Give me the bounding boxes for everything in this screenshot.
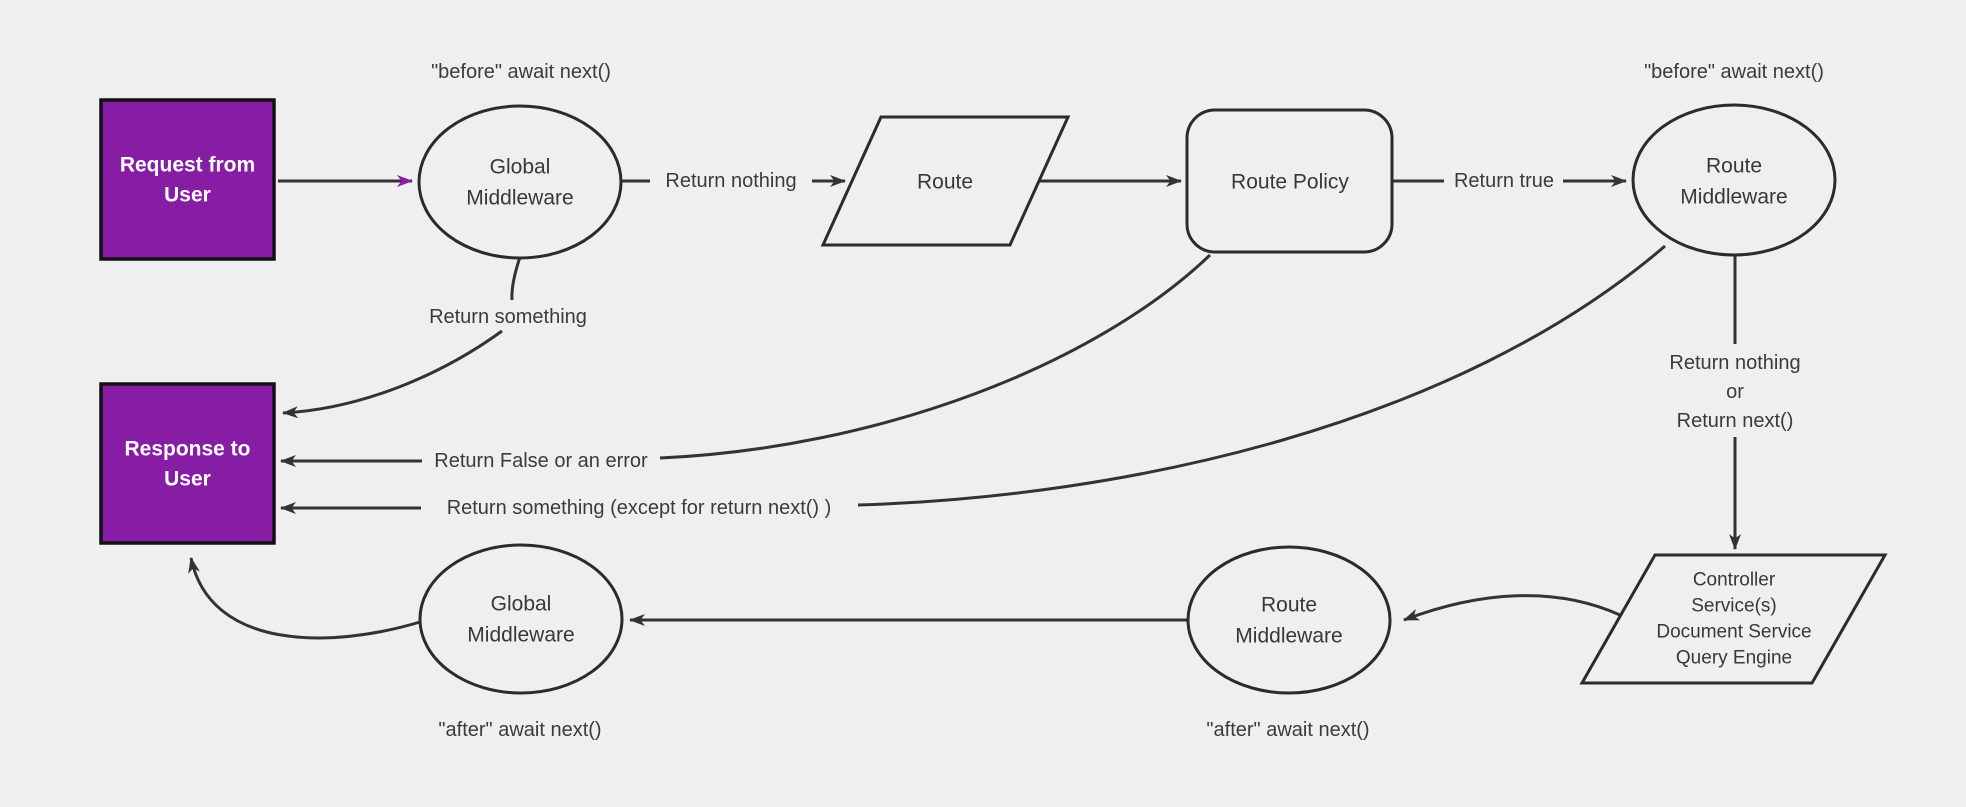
response-box xyxy=(99,382,276,545)
edge-gm-return-something-a xyxy=(510,256,522,301)
label-return-nothing-or-3: Return next() xyxy=(1677,410,1794,432)
request-label-line2: User xyxy=(164,184,211,207)
route-middleware-bottom-ellipse xyxy=(1186,545,1392,695)
node-route: Route xyxy=(820,115,1071,247)
node-route-policy: Route Policy xyxy=(1185,108,1394,254)
controller-line3: Document Service xyxy=(1656,622,1811,643)
node-response-to-user: Response to User xyxy=(99,382,276,545)
node-request-from-user: Request from User xyxy=(99,98,276,261)
global-middleware-top-ellipse xyxy=(417,104,623,260)
label-return-true: Return true xyxy=(1454,170,1554,192)
route-policy-label: Route Policy xyxy=(1231,171,1349,194)
global-middleware-top-line2: Middleware xyxy=(466,187,573,210)
edge-labels: "before" await next() "before" await nex… xyxy=(429,61,1824,741)
route-parallelogram xyxy=(820,115,1071,247)
label-return-nothing: Return nothing xyxy=(665,170,796,192)
label-return-nothing-or-1: Return nothing xyxy=(1669,352,1800,374)
label-after-await-right: "after" await next() xyxy=(1206,719,1369,741)
route-policy-rect xyxy=(1185,108,1394,254)
controller-line1: Controller xyxy=(1693,570,1776,591)
global-middleware-bottom-line1: Global xyxy=(491,593,552,616)
response-label-line2: User xyxy=(164,468,211,491)
controller-line2: Service(s) xyxy=(1691,596,1777,617)
controller-parallelogram xyxy=(1579,553,1888,685)
controller-line4: Query Engine xyxy=(1676,648,1792,669)
label-after-await-left: "after" await next() xyxy=(438,719,601,741)
global-middleware-top-line1: Global xyxy=(490,156,551,179)
label-before-await-right: "before" await next() xyxy=(1644,61,1824,83)
label-return-something-except: Return something (except for return next… xyxy=(447,497,832,519)
response-label-line1: Response to xyxy=(124,438,250,461)
edge-controller-to-rmb xyxy=(1403,594,1621,622)
route-middleware-top-line1: Route xyxy=(1706,155,1762,178)
label-return-something: Return something xyxy=(429,306,587,328)
edge-rm-return-something-curve xyxy=(857,244,1666,507)
edge-gm-return-something-b xyxy=(282,329,503,419)
route-middleware-bottom-line2: Middleware xyxy=(1235,625,1342,648)
request-label-line1: Request from xyxy=(120,154,255,177)
label-before-await-left: "before" await next() xyxy=(431,61,611,83)
request-box xyxy=(99,98,276,261)
edge-policy-return-false-curve xyxy=(659,253,1212,460)
label-return-false-or-error: Return False or an error xyxy=(434,450,648,472)
route-middleware-top-ellipse xyxy=(1631,103,1837,257)
route-label: Route xyxy=(917,171,973,194)
edge-gmb-to-response xyxy=(188,557,421,640)
node-global-middleware-bottom: Global Middleware xyxy=(418,543,624,695)
global-middleware-bottom-line2: Middleware xyxy=(467,624,574,647)
route-middleware-bottom-line1: Route xyxy=(1261,594,1317,617)
node-route-middleware-top: Route Middleware xyxy=(1631,103,1837,257)
global-middleware-bottom-ellipse xyxy=(418,543,624,695)
route-middleware-top-line2: Middleware xyxy=(1680,186,1787,209)
node-global-middleware-top: Global Middleware xyxy=(417,104,623,260)
node-route-middleware-bottom: Route Middleware xyxy=(1186,545,1392,695)
label-return-nothing-or-2: or xyxy=(1726,381,1744,403)
node-controller-services: Controller Service(s) Document Service Q… xyxy=(1579,553,1888,685)
edges xyxy=(188,175,1741,640)
